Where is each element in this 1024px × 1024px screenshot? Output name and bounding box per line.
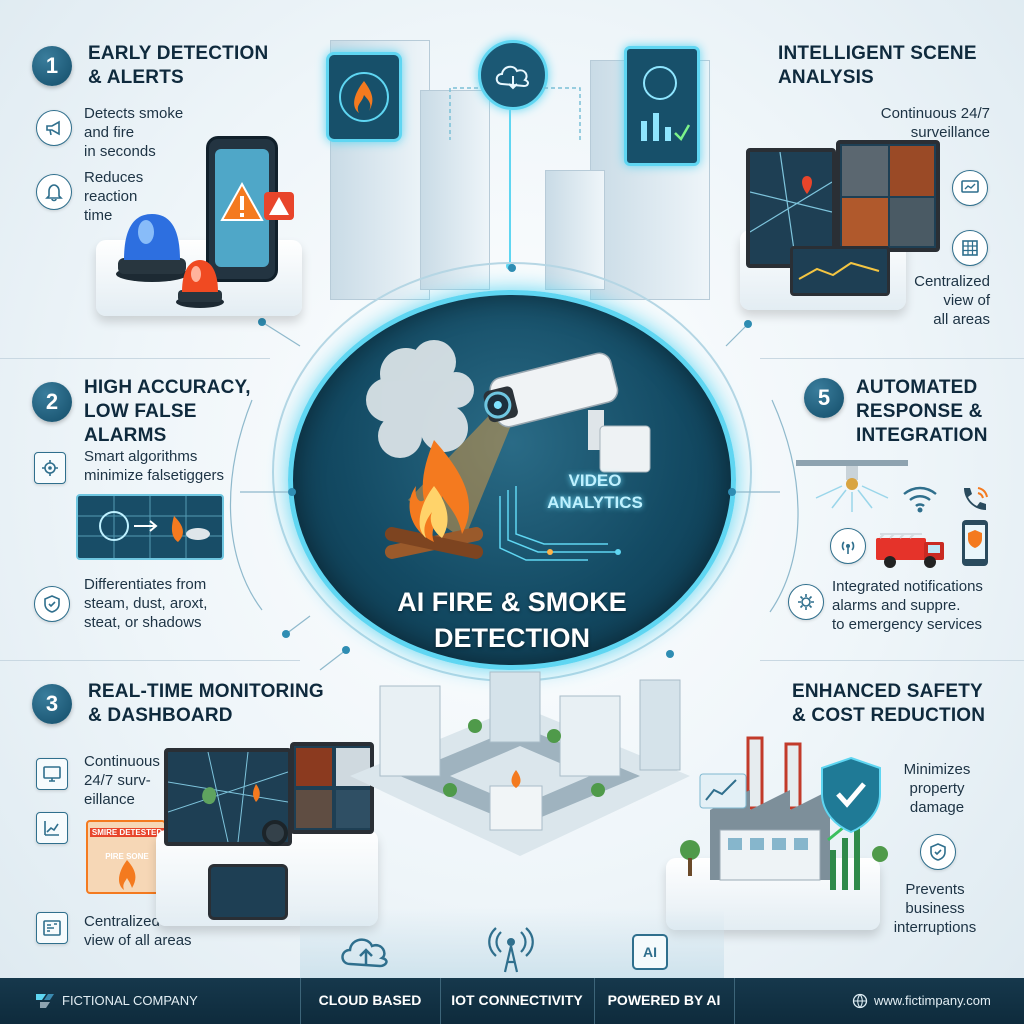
shield-icon-button bbox=[920, 834, 956, 870]
megaphone-icon bbox=[46, 120, 60, 136]
feature-title-4: INTELLIGENT SCENE ANALYSIS bbox=[778, 43, 977, 88]
siren-red-icon bbox=[176, 260, 224, 308]
antenna-icon-button bbox=[830, 528, 866, 564]
surveillance-monitor-right bbox=[836, 140, 940, 252]
divider-left-2 bbox=[0, 660, 300, 661]
feature-number-1: 1 bbox=[32, 46, 72, 86]
divider-right-2 bbox=[760, 660, 1024, 661]
brain-gear-icon bbox=[42, 460, 58, 476]
map-icon bbox=[167, 751, 289, 843]
feature-4-text-1: Continuous 24/7 surveillance bbox=[880, 105, 990, 141]
gear-icon bbox=[798, 594, 814, 610]
line-graph-icon bbox=[798, 261, 880, 280]
megaphone-icon-button bbox=[36, 110, 72, 146]
monitor-chart-icon bbox=[961, 180, 979, 193]
dashboard-side-monitor bbox=[290, 742, 374, 834]
feature-number-2: 2 bbox=[32, 382, 72, 422]
center-illustration bbox=[366, 340, 651, 561]
footer-divider-1 bbox=[300, 978, 301, 1024]
fire-panel bbox=[326, 52, 402, 142]
feature-3-text-1: Continuous 24/7 surv- eillance bbox=[84, 753, 160, 808]
chart-icon bbox=[44, 821, 59, 836]
wifi-icon bbox=[903, 486, 937, 513]
camera-small-illustration bbox=[262, 820, 288, 846]
footer-divider-3 bbox=[594, 978, 595, 1024]
powered-by-ai-label: POWERED BY AI bbox=[607, 992, 721, 1008]
feature-3-text-2: Centralized view of all areas bbox=[84, 913, 192, 949]
feature-6-text-1: Minimizes property damage bbox=[903, 761, 971, 816]
analytics-panel bbox=[624, 46, 700, 166]
bell-icon bbox=[45, 184, 63, 202]
feature-4-text-2: Centralized view of all areas bbox=[914, 273, 990, 328]
warning-icon bbox=[220, 181, 294, 221]
surveillance-laptop bbox=[790, 246, 890, 296]
tablet-illustration bbox=[208, 864, 288, 920]
smartphone-shield-icon bbox=[962, 520, 988, 566]
feature-1-text-2: Reduces reaction time bbox=[84, 169, 144, 224]
shield-badge-icon bbox=[821, 756, 881, 834]
feature-title-6: ENHANCED SAFETY & COST REDUCTION bbox=[792, 681, 986, 726]
feature-2-text-1: Smart algorithms minimize falsetiggers bbox=[84, 448, 225, 484]
monitor-icon bbox=[43, 766, 61, 782]
feature-1-text-1: Detects smoke and fire in seconds bbox=[84, 105, 184, 160]
video-analytics-label: VIDEO ANALYTICS bbox=[547, 471, 643, 512]
iot-antenna-icon bbox=[488, 927, 534, 973]
feature-title-1: EARLY DETECTION & ALERTS bbox=[88, 43, 269, 88]
globe-icon bbox=[852, 993, 868, 1009]
phone-icon bbox=[964, 487, 988, 510]
ai-network-panel bbox=[76, 494, 224, 560]
company-name: FICTIONAL COMPANY bbox=[62, 993, 198, 1008]
dashboard-icon bbox=[43, 920, 61, 936]
grid-icon-button bbox=[952, 230, 988, 266]
feature-title-5: AUTOMATED RESPONSE & INTEGRATION bbox=[856, 377, 988, 446]
shield-icon bbox=[930, 843, 946, 861]
iot-connectivity-label: IOT CONNECTIVITY bbox=[451, 992, 583, 1008]
map-pin-icon bbox=[749, 151, 833, 265]
feature-title-2: HIGH ACCURACY, LOW FALSE ALARMS bbox=[84, 377, 251, 446]
cloud-icon bbox=[495, 65, 529, 90]
brain-gear-icon-box bbox=[34, 452, 66, 484]
smoke-detected-screen: SMIRE DETESTED PIRE SONE bbox=[86, 820, 166, 894]
footer-divider-2 bbox=[440, 978, 441, 1024]
fire-icon bbox=[339, 72, 389, 122]
city-illustration bbox=[350, 671, 690, 856]
bell-icon-button bbox=[36, 174, 72, 210]
footer-divider-4 bbox=[734, 978, 735, 1024]
sprinkler-illustration bbox=[796, 460, 908, 512]
feature-2-text-2: Differentiates from steam, dust, aroxt, … bbox=[84, 576, 208, 631]
dashboard-icon-box bbox=[36, 912, 68, 944]
center-circle bbox=[288, 290, 736, 670]
shield-check-icon bbox=[44, 595, 60, 613]
feature-number-5: 5 bbox=[804, 378, 844, 418]
grid-icon bbox=[962, 240, 978, 256]
analytics-icon bbox=[641, 66, 691, 142]
ai-chip-icon: AI bbox=[632, 934, 668, 970]
divider-right-1 bbox=[760, 358, 1024, 359]
analytics-monitor-icon-button bbox=[952, 170, 988, 206]
divider-left-1 bbox=[0, 358, 270, 359]
website-link[interactable]: www.fictimpany.com bbox=[874, 993, 991, 1008]
antenna-icon bbox=[841, 541, 855, 554]
feature-5-text-1: Integrated notifications alarms and supp… bbox=[832, 578, 983, 633]
cloud-node bbox=[478, 40, 548, 110]
logo-icon bbox=[36, 994, 54, 1008]
chart-icon-box bbox=[36, 812, 68, 844]
feature-6-text-2: Prevents business interruptions bbox=[893, 881, 977, 936]
feature-title-3: REAL-TIME MONITORING & DASHBOARD bbox=[88, 681, 324, 726]
feature-number-3: 3 bbox=[32, 684, 72, 724]
fire-truck-illustration bbox=[876, 533, 944, 568]
neural-network-icon bbox=[78, 496, 222, 558]
monitor-icon-box bbox=[36, 758, 68, 790]
cloud-upload-icon bbox=[341, 938, 388, 968]
main-title: AI FIRE & SMOKE DETECTION bbox=[397, 587, 627, 653]
cloud-based-label: CLOUD BASED bbox=[318, 992, 422, 1008]
gear-icon-button bbox=[788, 584, 824, 620]
skyscraper-mid-left bbox=[420, 90, 490, 290]
shield-check-icon-button bbox=[34, 586, 70, 622]
siren-blue-icon bbox=[116, 214, 188, 282]
small-fire-icon bbox=[118, 860, 136, 890]
